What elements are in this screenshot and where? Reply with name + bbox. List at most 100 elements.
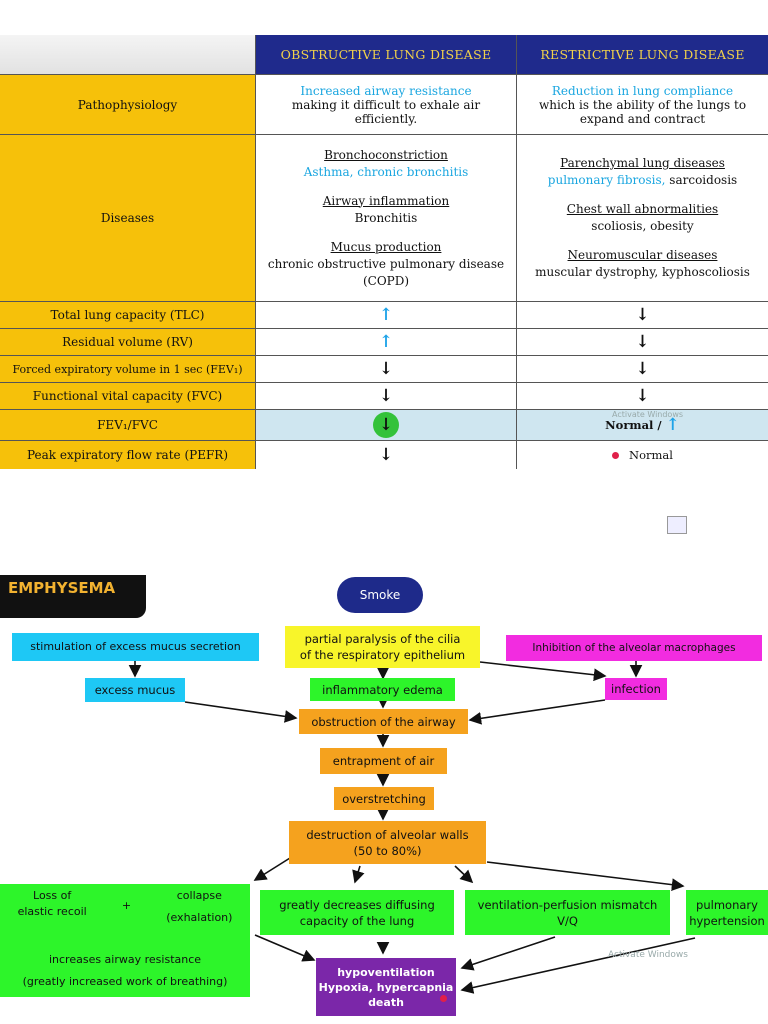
disease-group: Parenchymal lung diseases pulmonary fibr… — [548, 155, 737, 189]
air-entrapment-box: entrapment of air — [320, 748, 447, 774]
arrow-line — [253, 857, 291, 881]
elastic-recoil-box: Loss of elastic recoil + collapse (exhal… — [0, 884, 250, 997]
arrow-line — [352, 865, 365, 884]
disease-detail: chronic obstructive pulmonary disease (C… — [267, 256, 505, 288]
arrow-down-icon: ↓ — [378, 445, 394, 465]
disease-detail: Asthma, chronic bronchitis — [303, 164, 469, 179]
row-fvc: Functional vital capacity (FVC) ↓ ↓ — [0, 383, 768, 410]
arrow-line — [184, 701, 298, 723]
disease-group: Mucus production chronic obstructive pul… — [266, 239, 506, 290]
arrow-up-icon: ↑ — [378, 332, 394, 352]
row-fev1: Forced expiratory volume in 1 sec (FEV₁)… — [0, 356, 768, 383]
arrow-line — [254, 934, 316, 962]
arrow-down-icon: ↓ — [635, 386, 650, 406]
smoke-cloud: Smoke — [340, 580, 420, 610]
row-tlc: Total lung capacity (TLC) ↑ ↓ — [0, 302, 768, 329]
outcome-line-3: death — [368, 995, 404, 1009]
red-dot-icon — [612, 451, 620, 459]
macrophage-inhibition-box: Inhibition of the alveolar macrophages — [506, 635, 762, 661]
destruction-line-1: destruction of alveolar walls — [306, 827, 469, 842]
disease-title: Neuromuscular diseases — [567, 248, 718, 262]
normal-label: Normal / — [605, 418, 662, 432]
diffusing-line-2: capacity of the lung — [299, 913, 415, 928]
vq-mismatch-box: ventilation-perfusion mismatch V/Q — [465, 890, 670, 935]
disease-group: Neuromuscular diseases muscular dystroph… — [535, 247, 750, 281]
elastic-loss-text: Loss of elastic recoil — [18, 888, 87, 920]
obstructive-value: ↓ — [256, 441, 517, 469]
restrictive-highlight: Reduction in lung compliance — [551, 83, 734, 98]
row-label: Residual volume (RV) — [0, 329, 256, 356]
collapse-line-2: (exhalation) — [166, 911, 233, 924]
restrictive-pathophysiology: Reduction in lung compliance which is th… — [517, 75, 768, 135]
obstructive-value: ↓ — [256, 410, 517, 441]
obstructive-value: ↑ — [256, 302, 517, 329]
restrictive-text: which is the ability of the lungs to exp… — [538, 97, 747, 126]
arrow-up-icon: ↑ — [665, 415, 680, 435]
obstructive-value: ↓ — [256, 383, 517, 410]
obstructive-highlight: Increased airway resistance — [300, 83, 472, 98]
arrow-down-icon: ↓ — [635, 332, 650, 352]
arrow-line — [460, 937, 696, 994]
resistance-line-1: increases airway resistance — [48, 953, 202, 966]
disease-group: Chest wall abnormalities scoliosis, obes… — [567, 201, 718, 235]
airway-obstruction-box: obstruction of the airway — [299, 709, 468, 734]
hypoventilation-outcome-box: hypoventilation Hypoxia, hypercapnia dea… — [316, 958, 456, 1016]
destruction-line-2: (50 to 80%) — [353, 843, 422, 858]
overstretching-box: overstretching — [334, 787, 434, 810]
arrow-line — [468, 699, 606, 725]
disease-group: Airway inflammation Bronchitis — [323, 193, 450, 227]
disease-group: Bronchoconstriction Asthma, chronic bron… — [304, 147, 469, 181]
arrow-up-icon: ↑ — [378, 305, 394, 325]
arrow-line — [486, 861, 685, 891]
outcome-line-2: Hypoxia, hypercapnia — [318, 980, 454, 994]
mucus-stimulation-box: stimulation of excess mucus secretion — [12, 633, 259, 661]
restrictive-diseases: Parenchymal lung diseases pulmonary fibr… — [517, 135, 768, 302]
infection-box: infection — [605, 678, 667, 700]
row-label: Forced expiratory volume in 1 sec (FEV₁) — [0, 356, 256, 383]
row-label: Functional vital capacity (FVC) — [0, 383, 256, 410]
pulmonary-hypertension-box: pulmonary hypertension — [686, 890, 768, 935]
arrow-down-icon: ↓ — [378, 359, 394, 379]
obstructive-pathophysiology: Increased airway resistance making it di… — [256, 75, 517, 135]
cilia-line-2: of the respiratory epithelium — [299, 648, 466, 662]
header-obstructive: OBSTRUCTIVE LUNG DISEASE — [256, 35, 517, 75]
restrictive-value: ↓ — [517, 356, 768, 383]
arrow-line — [454, 865, 474, 884]
watermark: Activate Windows — [608, 950, 688, 960]
highlight-circle: ↓ — [373, 412, 399, 438]
vq-line-1: ventilation-perfusion mismatch — [477, 897, 658, 912]
header-empty-cell — [0, 35, 256, 75]
header-restrictive: RESTRICTIVE LUNG DISEASE — [517, 35, 768, 75]
row-diseases: Diseases Bronchoconstriction Asthma, chr… — [0, 135, 768, 302]
elastic-line-1: Loss of — [33, 889, 72, 902]
resistance-line-2: (greatly increased work of breathing) — [22, 975, 228, 988]
disease-title: Chest wall abnormalities — [566, 202, 719, 216]
camscanner-logo-icon — [667, 516, 687, 534]
restrictive-value: ↓ — [517, 383, 768, 410]
obstructive-value: ↑ — [256, 329, 517, 356]
diffusing-line-1: greatly decreases diffusing — [279, 897, 435, 912]
disease-title: Bronchoconstriction — [324, 147, 448, 162]
row-fev1-fvc: FEV₁/FVC ↓ Normal / ↑ Activate Windows — [0, 410, 768, 441]
disease-detail-black: sarcoidosis — [665, 173, 738, 187]
elastic-top-row: Loss of elastic recoil + collapse (exhal… — [0, 888, 250, 926]
disease-detail: scoliosis, obesity — [591, 219, 694, 233]
diffusing-capacity-box: greatly decreases diffusing capacity of … — [260, 890, 454, 935]
obstructive-text: making it difficult to exhale air effici… — [291, 97, 481, 126]
arrow-down-icon: ↓ — [378, 415, 394, 435]
vq-line-2: V/Q — [557, 913, 578, 928]
red-dot-icon — [440, 995, 447, 1002]
cilia-paralysis-box: partial paralysis of the cilia of the re… — [285, 626, 480, 668]
row-pefr: Peak expiratory flow rate (PEFR) ↓ Norma… — [0, 441, 768, 469]
restrictive-value: Normal / ↑ Activate Windows — [517, 410, 768, 441]
cilia-line-1: partial paralysis of the cilia — [304, 632, 461, 646]
row-rv: Residual volume (RV) ↑ ↓ — [0, 329, 768, 356]
row-pathophysiology: Pathophysiology Increased airway resista… — [0, 75, 768, 135]
arrow-down-icon: ↓ — [635, 305, 650, 325]
row-label: FEV₁/FVC — [0, 410, 256, 441]
disease-title: Airway inflammation — [322, 193, 450, 208]
restrictive-value: Normal — [517, 441, 768, 469]
obstructive-value: ↓ — [256, 356, 517, 383]
disease-title: Parenchymal lung diseases — [560, 156, 725, 170]
disease-detail: pulmonary fibrosis, sarcoidosis — [548, 172, 737, 189]
